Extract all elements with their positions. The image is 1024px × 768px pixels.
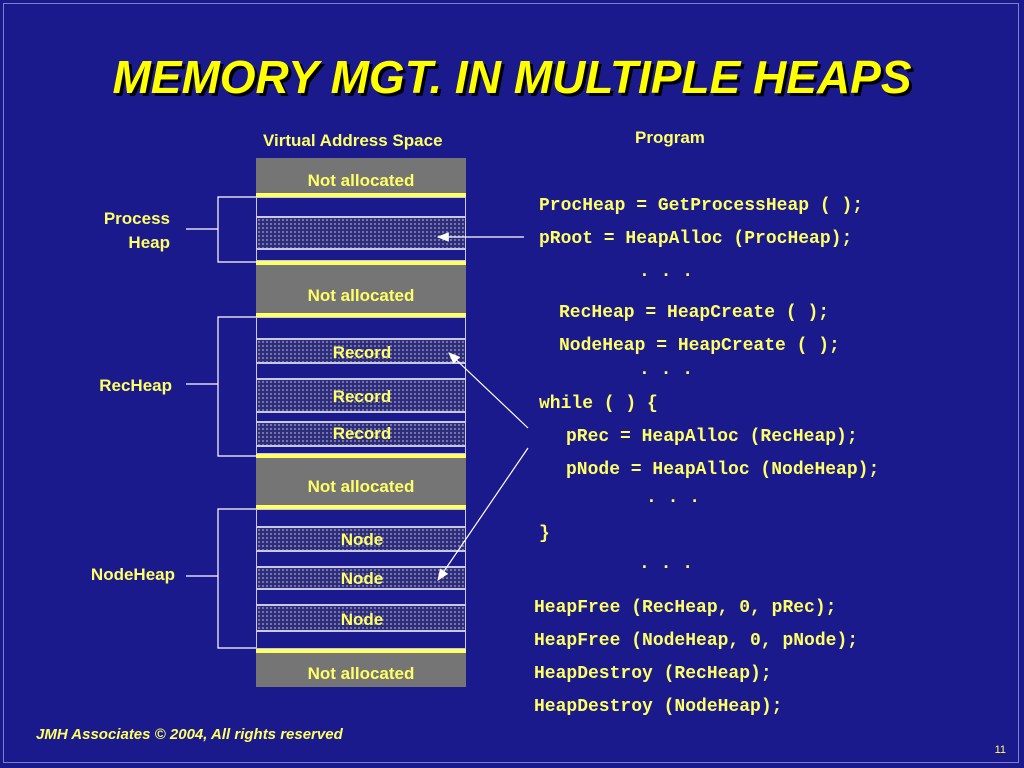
divider xyxy=(256,454,466,458)
divider xyxy=(256,505,466,509)
block-free xyxy=(256,197,466,217)
block-free xyxy=(256,589,466,605)
block-label: Record xyxy=(332,424,392,443)
code-line-7: pNode = HeapAlloc (NodeHeap); xyxy=(566,460,880,480)
block-node-3: Node xyxy=(256,605,466,631)
block-node-1: Node xyxy=(256,527,466,551)
code-line-8: } xyxy=(539,524,550,544)
code-line-11: HeapDestroy (RecHeap); xyxy=(534,664,772,684)
block-record-3: Record xyxy=(256,422,466,446)
code-line-2: pRoot = HeapAlloc (ProcHeap); xyxy=(539,229,853,249)
divider xyxy=(256,313,466,317)
block-node-2: Node xyxy=(256,567,466,589)
block-free xyxy=(256,363,466,379)
code-dots-2: . . . xyxy=(639,360,694,380)
code-dots-4: . . . xyxy=(639,554,694,574)
code-line-12: HeapDestroy (NodeHeap); xyxy=(534,697,783,717)
block-free xyxy=(256,509,466,527)
block-not-allocated-3: Not allocated xyxy=(256,458,466,506)
recheap-label: RecHeap xyxy=(99,376,172,395)
block-free xyxy=(256,249,466,261)
code-line-9: HeapFree (RecHeap, 0, pRec); xyxy=(534,598,837,618)
code-dots-3: . . . xyxy=(646,488,701,508)
block-free xyxy=(256,551,466,567)
block-free xyxy=(256,317,466,339)
rec-alloc-arrow xyxy=(448,352,529,429)
slide-title: MEMORY MGT. IN MULTIPLE HEAPS xyxy=(112,51,912,103)
code-line-1: ProcHeap = GetProcessHeap ( ); xyxy=(539,196,864,216)
divider xyxy=(256,649,466,653)
block-label: Not allocated xyxy=(307,286,415,305)
recheap-bracket xyxy=(186,316,256,457)
process-heap-bracket xyxy=(186,196,256,263)
code-line-6: pRec = HeapAlloc (RecHeap); xyxy=(566,427,858,447)
block-label: Not allocated xyxy=(307,477,415,496)
block-free xyxy=(256,631,466,649)
node-alloc-arrow xyxy=(437,447,529,581)
block-not-allocated-1: Not allocated xyxy=(256,158,466,194)
divider xyxy=(256,193,466,197)
code-line-4: NodeHeap = HeapCreate ( ); xyxy=(559,336,840,356)
process-heap-label: Process Heap xyxy=(70,207,170,255)
block-not-allocated-2: Not allocated xyxy=(256,265,466,315)
process-heap-label-line1: Process xyxy=(103,209,170,228)
block-free xyxy=(256,412,466,422)
code-line-10: HeapFree (NodeHeap, 0, pNode); xyxy=(534,631,859,651)
block-record-1: Record xyxy=(256,339,466,363)
process-heap-label-line2: Heap xyxy=(128,233,170,252)
block-label: Node xyxy=(340,569,384,588)
divider xyxy=(256,261,466,265)
block-label: Record xyxy=(332,343,392,362)
code-dots-1: . . . xyxy=(639,262,694,282)
block-label: Node xyxy=(340,610,384,629)
slide-frame xyxy=(3,3,1019,763)
page-number: 11 xyxy=(994,744,1006,756)
block-label: Node xyxy=(340,530,384,549)
vas-header: Virtual Address Space xyxy=(263,131,443,150)
block-label: Record xyxy=(332,387,392,406)
block-label: Not allocated xyxy=(307,664,415,683)
footer-copyright: JMH Associates © 2004, All rights reserv… xyxy=(36,726,343,743)
block-proc-allocated xyxy=(256,217,466,249)
nodeheap-label: NodeHeap xyxy=(90,565,175,584)
nodeheap-bracket xyxy=(186,508,256,649)
block-free xyxy=(256,446,466,454)
block-not-allocated-4: Not allocated xyxy=(256,653,466,687)
block-label: Not allocated xyxy=(307,171,415,190)
block-record-2: Record xyxy=(256,379,466,412)
program-header: Program xyxy=(635,128,705,147)
code-line-5: while ( ) { xyxy=(539,394,658,414)
code-line-3: RecHeap = HeapCreate ( ); xyxy=(559,303,830,323)
